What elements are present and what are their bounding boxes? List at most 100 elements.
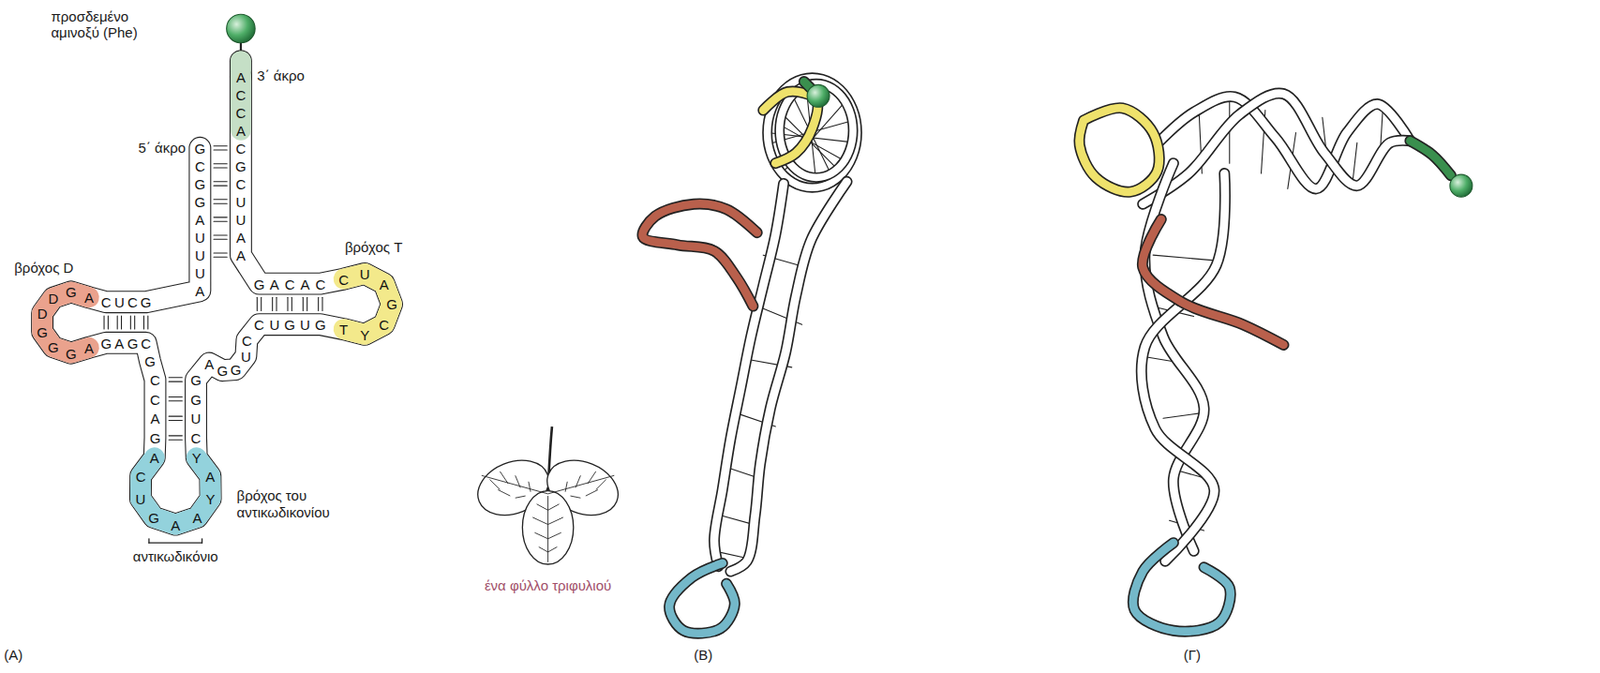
nucleotide-letter: Y <box>206 492 216 507</box>
nucleotide-letter: G <box>65 284 77 300</box>
d-loop-ribbon-outline <box>642 203 757 306</box>
nucleotide-letter: Y <box>359 327 370 342</box>
anticodon-bracket-stroke <box>149 541 203 543</box>
t-loop-band-body <box>343 273 392 335</box>
anticodon-bracket-stroke <box>201 538 203 543</box>
nucleotide-letter: G <box>144 354 156 369</box>
panel-label: (Γ) <box>1183 646 1201 663</box>
d-loop-ribbon <box>1142 219 1285 345</box>
nucleotide-letter: C <box>284 276 296 291</box>
base-pair-stroke <box>168 416 182 418</box>
nucleotide-letter: C <box>191 431 202 446</box>
t-loop-band <box>343 273 392 335</box>
panel-label: (A) <box>3 646 23 663</box>
ribbon-outline <box>1142 93 1410 205</box>
nucleotide-letter: G <box>140 295 152 310</box>
nucleotide-letter: A <box>192 509 202 524</box>
anticodon-loop-band-body <box>140 457 211 524</box>
base-pair-stroke <box>271 297 273 311</box>
t-loop-ribbon-body <box>1079 107 1160 193</box>
amino-acid-ball <box>1450 174 1473 197</box>
ribbon <box>730 181 847 572</box>
nucleotide-letter: C <box>378 317 389 332</box>
nucleotide-letter: A <box>170 517 180 532</box>
backbone-tube <box>42 76 392 525</box>
callout-label: αντικωδικόνιο <box>107 548 243 565</box>
nucleotide-letter: D <box>37 305 48 320</box>
nucleotide-letter: C <box>241 332 253 347</box>
base-pair-stroke <box>306 297 308 311</box>
nucleotide-letter: U <box>194 266 206 281</box>
anticodon-loop-ribbon <box>669 563 735 634</box>
base-pair-stroke <box>168 381 182 383</box>
loop-label: βρόχος T <box>344 239 403 255</box>
t-loop-ribbon <box>1079 107 1160 193</box>
nucleotide-letter: G <box>47 340 60 355</box>
acceptor-end-outline <box>1409 140 1451 176</box>
nucleotide-letter: Y <box>192 450 202 465</box>
base-pair-stroke <box>168 439 182 441</box>
base-pair-stroke <box>260 297 262 311</box>
base-pair-stroke <box>213 221 227 223</box>
nucleotide-letter: C <box>338 271 349 286</box>
nucleotide-letter: C <box>254 317 265 332</box>
nucleotide-letter: T <box>339 322 348 337</box>
base-pair-stroke <box>117 315 119 329</box>
nucleotide-letter: U <box>269 317 280 332</box>
acceptor-end <box>1409 140 1451 176</box>
base-pair-stroke <box>107 315 109 329</box>
nucleotide-letter: C <box>314 276 326 291</box>
nucleotide-letter: A <box>379 276 389 291</box>
d-loop-ribbon-body <box>1142 219 1285 345</box>
base-pair-stroke <box>168 434 182 436</box>
base-pair-stroke <box>321 297 323 311</box>
nucleotide-letter: G <box>235 158 247 173</box>
nucleotide-letter: G <box>284 317 296 332</box>
helix-rung-stroke <box>1163 413 1200 419</box>
base-pair-stroke <box>213 167 227 169</box>
ribbon-body <box>1142 93 1410 205</box>
base-pair-stroke <box>256 297 258 311</box>
nucleotide-letter: C <box>140 335 151 350</box>
nucleotide-letter: U <box>194 248 206 263</box>
cca-band-body <box>230 60 252 130</box>
anticodon-loop-ribbon-body <box>1133 542 1231 631</box>
anticodon-loop-band <box>140 457 211 524</box>
nucleotide-letter: A <box>205 468 215 483</box>
nucleotide-letter: C <box>101 295 112 310</box>
nucleotide-letter: C <box>135 468 147 483</box>
ribbon-body <box>730 181 847 572</box>
acceptor-end-body <box>1409 140 1451 176</box>
nucleotide-letter: U <box>114 295 125 310</box>
base-pair-stroke <box>213 185 227 187</box>
nucleotide-letter: A <box>299 276 310 291</box>
anticodon-bracket-stroke <box>148 538 150 543</box>
base-pair-stroke <box>143 315 145 329</box>
nucleotide-letter: A <box>236 230 246 245</box>
base-pair-stroke <box>213 163 227 165</box>
backbone-tube-outline <box>42 76 392 525</box>
backbone-tube-body <box>42 76 392 525</box>
nucleotide-letter: U <box>134 492 146 507</box>
ribbon-outline <box>714 183 784 567</box>
nucleotide-letter: C <box>127 295 138 310</box>
t-loop-ribbon-outline <box>1079 107 1160 193</box>
amino-acid-ball <box>807 84 830 107</box>
nucleotide-letter: C <box>235 140 246 155</box>
ribbon-body <box>714 183 784 567</box>
nucleotide-letter: A <box>84 340 94 355</box>
nucleotide-letter: G <box>314 317 327 332</box>
nucleotide-letter: G <box>216 363 228 378</box>
helix-rung-stroke <box>1352 142 1357 179</box>
nucleotide-letter: U <box>359 266 371 281</box>
nucleotide-letter: A <box>149 450 160 465</box>
nucleotide-letter: C <box>149 391 161 406</box>
base-pair-stroke <box>168 396 182 398</box>
anticodon-loop-ribbon-outline <box>669 563 735 634</box>
base-pair-stroke <box>213 198 227 200</box>
base-pair-stroke <box>168 419 182 421</box>
base-pair-stroke <box>291 297 293 311</box>
nucleotide-letter: G <box>100 335 112 350</box>
